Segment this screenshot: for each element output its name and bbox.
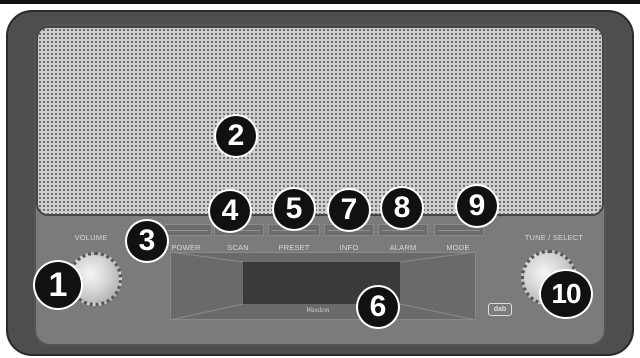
preset-label: PRESET bbox=[274, 243, 314, 252]
callout-2: 2 bbox=[216, 116, 256, 156]
callout-10: 10 bbox=[541, 271, 591, 317]
speaker-grille bbox=[36, 26, 604, 216]
top-rule bbox=[0, 0, 640, 4]
dab-logo: dab bbox=[488, 303, 512, 316]
power-button[interactable] bbox=[164, 224, 212, 236]
volume-label: VOLUME bbox=[66, 233, 116, 242]
callout-3: 3 bbox=[127, 221, 167, 261]
callout-6: 6 bbox=[358, 287, 398, 327]
power-label: POWER bbox=[168, 243, 204, 252]
callout-1: 1 bbox=[35, 262, 81, 308]
mode-label: MODE bbox=[440, 243, 476, 252]
alarm-label: ALARM bbox=[385, 243, 421, 252]
brand-logo: Waxdem bbox=[306, 306, 329, 314]
scan-label: SCAN bbox=[220, 243, 256, 252]
tune-select-label: TUNE / SELECT bbox=[516, 233, 592, 242]
callout-4: 4 bbox=[210, 191, 250, 231]
callout-5: 5 bbox=[274, 189, 314, 229]
callout-9: 9 bbox=[457, 186, 497, 226]
callout-8: 8 bbox=[382, 188, 422, 228]
callout-7: 7 bbox=[329, 190, 369, 230]
info-label: INFO bbox=[331, 243, 367, 252]
